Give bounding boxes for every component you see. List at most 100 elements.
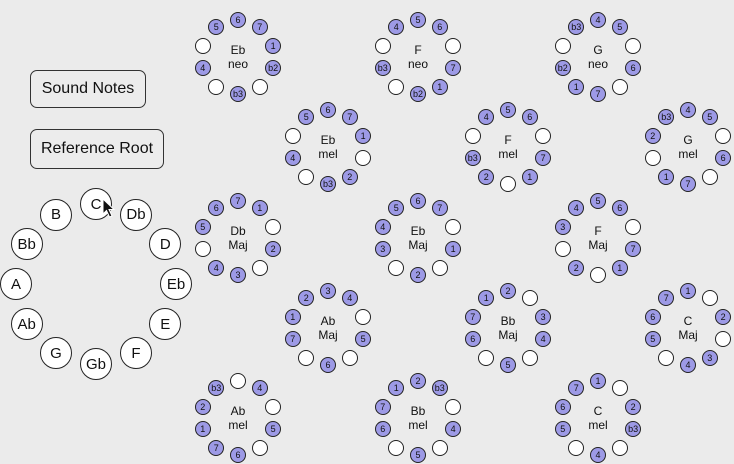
scale-quality-label: Maj bbox=[318, 328, 338, 342]
scale-root-label: F bbox=[594, 224, 602, 238]
scale-degree-dot bbox=[355, 308, 372, 325]
scale-degree-dot: 7 bbox=[374, 398, 391, 415]
scale-degree-dot: 6 bbox=[715, 150, 732, 167]
reference-root-button[interactable]: Reference Root bbox=[30, 129, 164, 169]
scale-quality-label: mel bbox=[228, 418, 248, 432]
scale-degree-dot: 7 bbox=[445, 60, 462, 77]
scale-quality-label: mel bbox=[498, 147, 518, 161]
sound-notes-button[interactable]: Sound Notes bbox=[30, 70, 146, 108]
scale-degree-dot: 6 bbox=[320, 357, 336, 373]
note-button-db[interactable]: Db bbox=[120, 198, 152, 231]
scale-degree-dot: 3 bbox=[374, 241, 391, 258]
scale-degree-dot: 1 bbox=[611, 259, 628, 276]
scale-quality-label: neo bbox=[227, 57, 249, 71]
scale-degree-dot: b3 bbox=[208, 380, 225, 397]
scale-degree-dot bbox=[374, 37, 391, 54]
scale-degree-dot: 4 bbox=[535, 331, 552, 348]
scale-degree-dot: 7 bbox=[568, 380, 585, 397]
scale-degree-dot: 7 bbox=[230, 193, 246, 209]
scale-degree-dot: b3 bbox=[464, 150, 481, 167]
scale-degree-dot: 2 bbox=[478, 168, 495, 185]
scale-degree-dot bbox=[521, 290, 538, 307]
note-button-b[interactable]: B bbox=[40, 198, 72, 231]
scale-degree-dot: 2 bbox=[410, 267, 426, 283]
scale-degree-dot bbox=[554, 37, 571, 54]
scale-degree-dot: 2 bbox=[644, 127, 661, 144]
scale-degree-dot: 7 bbox=[341, 109, 358, 126]
scale-quality-label: Maj bbox=[588, 238, 608, 252]
scale-degree-dot: 4 bbox=[680, 102, 696, 118]
scale-degree-dot bbox=[464, 127, 481, 144]
scale-degree-dot: 4 bbox=[284, 150, 301, 167]
scale-degree-dot: 5 bbox=[500, 102, 516, 118]
scale-root-label: Ab bbox=[320, 314, 336, 328]
scale-degree-dot bbox=[611, 439, 628, 456]
scale-degree-dot: 4 bbox=[208, 259, 225, 276]
scale-degree-dot bbox=[658, 349, 675, 366]
scale-degree-dot bbox=[284, 127, 301, 144]
scale-degree-dot bbox=[265, 398, 282, 415]
scale-degree-dot: 5 bbox=[388, 200, 405, 217]
scale-degree-dot bbox=[298, 168, 315, 185]
scale-root-label: G bbox=[683, 133, 693, 147]
scale-degree-dot bbox=[431, 259, 448, 276]
scale-root-label: Bb bbox=[500, 314, 516, 328]
scale-degree-dot bbox=[194, 37, 211, 54]
scale-degree-dot bbox=[521, 349, 538, 366]
scale-degree-dot: 4 bbox=[388, 19, 405, 36]
note-button-e[interactable]: E bbox=[149, 308, 182, 340]
note-button-bb[interactable]: Bb bbox=[10, 228, 43, 260]
scale-degree-dot bbox=[554, 241, 571, 258]
scale-degree-dot: 6 bbox=[320, 102, 336, 118]
scale-root-label: F bbox=[414, 43, 422, 57]
note-button-ab[interactable]: Ab bbox=[10, 308, 43, 340]
scale-quality-label: mel bbox=[588, 418, 608, 432]
scale-degree-dot: 7 bbox=[680, 176, 696, 192]
scale-degree-dot: 7 bbox=[284, 331, 301, 348]
scale-degree-dot: 7 bbox=[464, 308, 481, 325]
scale-degree-dot: 6 bbox=[554, 398, 571, 415]
note-button-g[interactable]: G bbox=[40, 337, 72, 370]
scale-degree-dot: 5 bbox=[554, 421, 571, 438]
scale-degree-dot: 2 bbox=[410, 373, 426, 389]
note-button-f[interactable]: F bbox=[120, 337, 152, 370]
scale-degree-dot: 4 bbox=[590, 447, 606, 463]
scale-degree-dot bbox=[715, 127, 732, 144]
scale-quality-label: mel bbox=[678, 147, 698, 161]
scale-degree-dot bbox=[715, 331, 732, 348]
scale-degree-dot: 1 bbox=[445, 241, 462, 258]
scale-degree-dot: 6 bbox=[625, 60, 642, 77]
scale-degree-dot: 1 bbox=[431, 78, 448, 95]
scale-degree-dot bbox=[388, 259, 405, 276]
scale-degree-dot: b2 bbox=[554, 60, 571, 77]
scale-degree-dot bbox=[568, 439, 585, 456]
scale-degree-dot: 4 bbox=[568, 200, 585, 217]
scale-degree-dot bbox=[625, 37, 642, 54]
scale-degree-dot: b2 bbox=[410, 86, 426, 102]
scale-degree-dot: 2 bbox=[715, 308, 732, 325]
scale-degree-dot: 1 bbox=[568, 78, 585, 95]
note-button-a[interactable]: A bbox=[0, 268, 32, 300]
scale-degree-dot: 4 bbox=[478, 109, 495, 126]
scale-degree-dot bbox=[611, 78, 628, 95]
scale-degree-dot: 2 bbox=[500, 283, 516, 299]
scale-degree-dot: 5 bbox=[298, 109, 315, 126]
note-button-gb[interactable]: Gb bbox=[80, 348, 112, 380]
scale-degree-dot bbox=[251, 259, 268, 276]
scale-quality-label: Maj bbox=[678, 328, 698, 342]
scale-degree-dot bbox=[445, 218, 462, 235]
scale-degree-dot: b2 bbox=[265, 60, 282, 77]
note-button-d[interactable]: D bbox=[149, 228, 182, 260]
note-button-eb[interactable]: Eb bbox=[160, 268, 192, 300]
scale-degree-dot bbox=[355, 150, 372, 167]
scale-degree-dot: 4 bbox=[341, 290, 358, 307]
scale-degree-dot bbox=[500, 176, 516, 192]
scale-degree-dot: 4 bbox=[194, 60, 211, 77]
scale-degree-dot: b3 bbox=[431, 380, 448, 397]
